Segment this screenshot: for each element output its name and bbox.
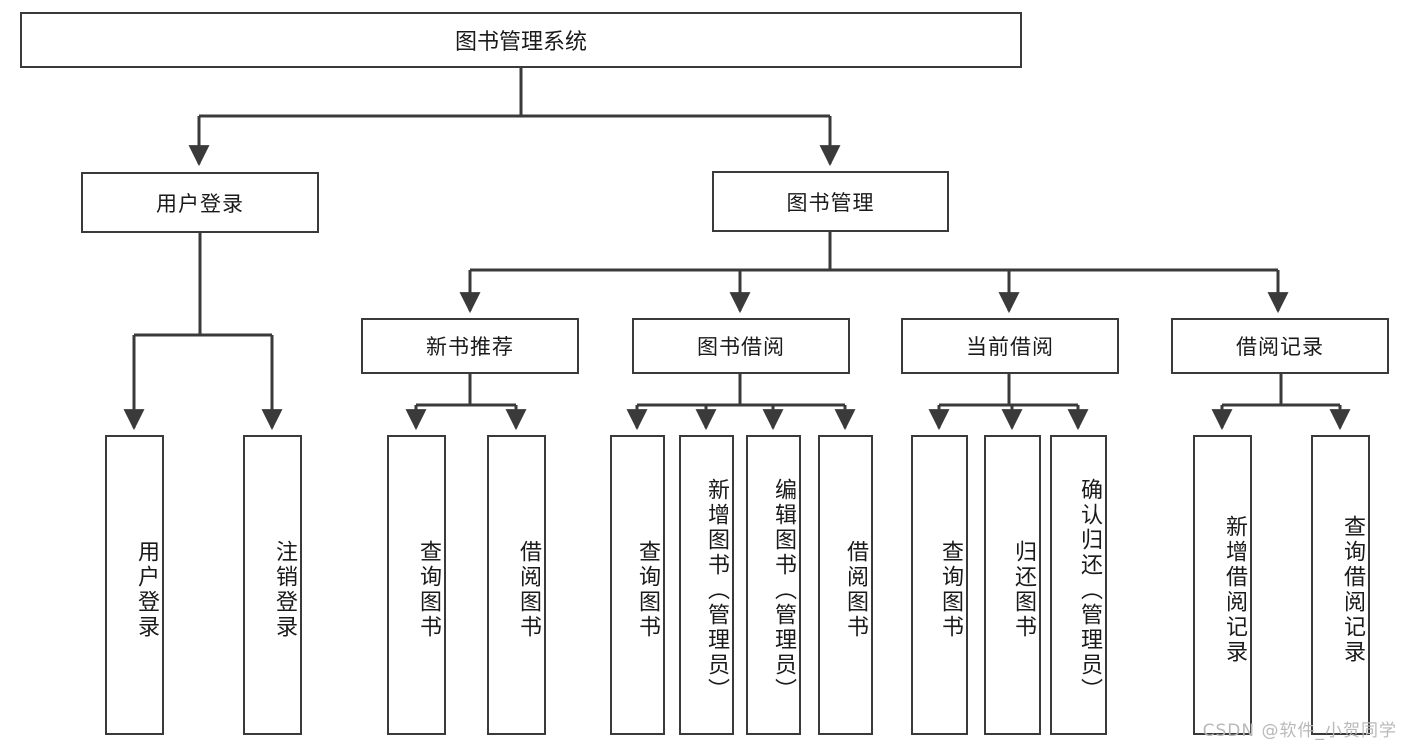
node-label: 图书借阅 [697, 335, 785, 359]
node-label: 归还图书 [1011, 540, 1036, 640]
node-label: 用户登录 [134, 540, 159, 640]
leaf-recommend-borrow-book[interactable]: 借阅图书 [487, 435, 546, 735]
node-new-book-recommend[interactable]: 新书推荐 [361, 318, 579, 374]
leaf-borrow-add-book-admin[interactable]: 新增图书（管理员） [679, 435, 734, 735]
node-label: 查询图书 [938, 540, 963, 640]
leaf-record-query[interactable]: 查询借阅记录 [1311, 435, 1370, 735]
node-label: 图书管理 [786, 190, 875, 215]
leaf-record-add[interactable]: 新增借阅记录 [1193, 435, 1252, 735]
node-title-root[interactable]: 图书管理系统 [20, 12, 1022, 68]
node-borrow-record[interactable]: 借阅记录 [1171, 318, 1389, 374]
node-label: 新增图书（管理员） [704, 477, 729, 703]
node-label: 查询图书 [635, 540, 660, 640]
node-label: 借阅图书 [516, 540, 541, 640]
leaf-current-return-book[interactable]: 归还图书 [984, 435, 1041, 735]
node-label: 借阅图书 [843, 540, 868, 640]
node-label: 查询借阅记录 [1340, 515, 1365, 665]
node-label: 借阅记录 [1236, 335, 1324, 359]
leaf-current-confirm-return-admin[interactable]: 确认归还（管理员） [1050, 435, 1107, 735]
leaf-recommend-query-book[interactable]: 查询图书 [387, 435, 446, 735]
node-book-manage[interactable]: 图书管理 [712, 171, 949, 232]
leaf-user-login[interactable]: 用户登录 [105, 435, 164, 735]
node-label: 注销登录 [272, 540, 297, 640]
leaf-borrow-query-book[interactable]: 查询图书 [610, 435, 665, 735]
node-label: 当前借阅 [966, 335, 1054, 359]
node-label: 用户登录 [156, 191, 244, 216]
leaf-borrow-edit-book-admin[interactable]: 编辑图书（管理员） [746, 435, 801, 735]
node-current-borrow[interactable]: 当前借阅 [901, 318, 1119, 374]
leaf-user-logout[interactable]: 注销登录 [243, 435, 302, 735]
leaf-current-query-book[interactable]: 查询图书 [911, 435, 968, 735]
node-book-borrow[interactable]: 图书借阅 [632, 318, 850, 374]
node-user-login[interactable]: 用户登录 [81, 172, 319, 233]
node-label: 新书推荐 [426, 335, 514, 359]
leaf-borrow-book[interactable]: 借阅图书 [818, 435, 873, 735]
node-label: 图书管理系统 [454, 30, 587, 55]
csdn-watermark: CSDN @软件_小贺同学 [1202, 721, 1397, 741]
node-label: 查询图书 [416, 540, 441, 640]
node-label: 新增借阅记录 [1222, 515, 1247, 665]
node-label: 编辑图书（管理员） [771, 477, 796, 703]
node-label: 确认归还（管理员） [1077, 477, 1102, 703]
